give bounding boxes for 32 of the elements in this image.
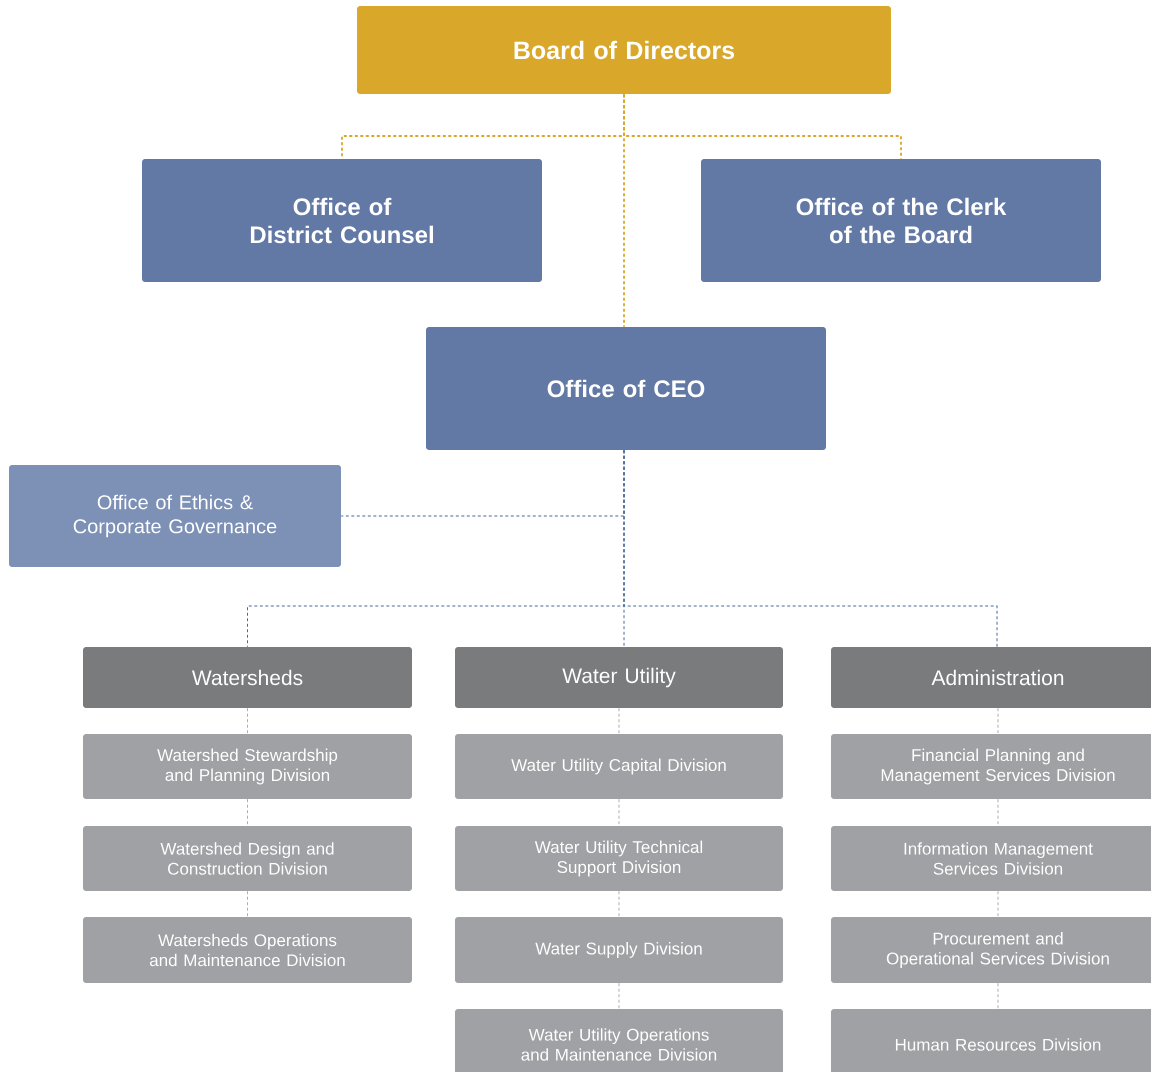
division-box: Watershed Stewardship and Planning Division xyxy=(83,734,412,799)
connector-line xyxy=(618,798,620,827)
connector-line xyxy=(247,890,248,918)
office-box: Office of District Counsel xyxy=(142,159,542,282)
division-box: Water Utility Capital Division xyxy=(455,734,783,799)
connector-line xyxy=(247,798,248,827)
division-box: Watershed Design and Construction Division xyxy=(83,826,412,891)
office-box: Office of CEO xyxy=(426,327,826,450)
division-box: Water Supply Division xyxy=(455,917,783,983)
department-header: Water Utility xyxy=(455,647,783,708)
division-box: Water Utility Technical Support Division xyxy=(455,826,783,891)
connector-line xyxy=(618,890,620,918)
connector-line xyxy=(247,707,248,735)
office-box: Office of the Clerk of the Board xyxy=(701,159,1101,282)
department-header: Administration xyxy=(831,647,1151,708)
connector-line xyxy=(618,707,620,735)
connector-line xyxy=(997,798,999,827)
connector-line xyxy=(623,449,998,648)
board-box: Board of Directors xyxy=(357,6,891,94)
connector-line xyxy=(623,93,625,328)
division-box: Watersheds Operations and Maintenance Division xyxy=(83,917,412,983)
connector-line xyxy=(997,707,999,735)
connector-line xyxy=(618,982,620,1010)
division-box: Financial Planning and Management Services Division xyxy=(831,734,1151,799)
division-box: Procurement and Operational Services Division xyxy=(831,917,1151,983)
division-box: Information Management Services Division xyxy=(831,826,1151,891)
division-box: Human Resources Division xyxy=(831,1009,1151,1072)
department-header: Watersheds xyxy=(83,647,412,708)
connector-line xyxy=(997,890,999,918)
connector-line xyxy=(997,982,999,1010)
office-box: Office of Ethics & Corporate Governance xyxy=(9,465,341,567)
division-box: Water Utility Operations and Maintenance Division xyxy=(455,1009,783,1072)
